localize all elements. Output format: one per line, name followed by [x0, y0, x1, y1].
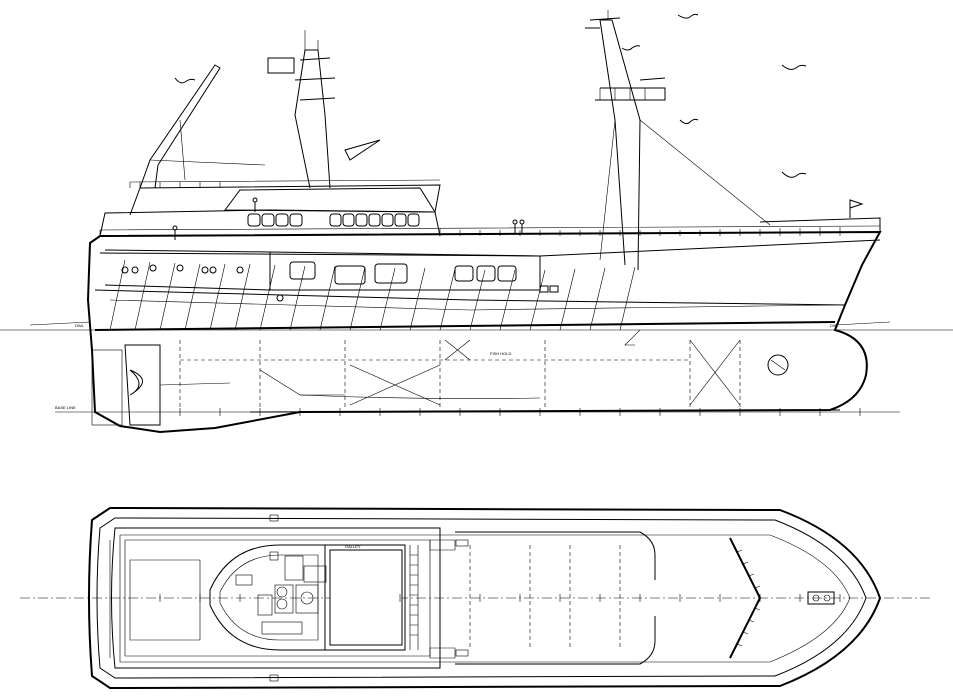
- plan-forecastle-ticks: [736, 549, 761, 647]
- boot-top: [94, 321, 836, 331]
- plan-bulwark: [119, 534, 851, 663]
- portholes: [121, 264, 284, 302]
- railings: [99, 179, 881, 236]
- plan-ladders: [409, 539, 456, 659]
- anchor-windlass: [807, 591, 835, 605]
- crew-figures: [172, 197, 525, 240]
- profile-view: DWL DWL BASE LINE: [0, 10, 953, 434]
- plan-hull-inner: [96, 517, 867, 679]
- plan-hatch-cover: [329, 549, 403, 646]
- hull-framing: [109, 259, 836, 331]
- deck-crane: [139, 64, 266, 189]
- wheelhouse: [224, 187, 436, 213]
- plan-deckhouse: [111, 527, 441, 669]
- wheelhouse-windows: [247, 213, 420, 227]
- stern-tube: [159, 382, 231, 386]
- upper-deck: [129, 184, 441, 216]
- fore-deckhouse: [269, 251, 541, 291]
- plan-frame-ticks: [159, 594, 841, 602]
- foremast: [585, 10, 771, 346]
- sheer-line: [99, 239, 881, 257]
- plan-wheelhouse-inner: [219, 554, 319, 641]
- base-line-label: BASE LINE: [55, 405, 76, 410]
- aft-mast: [267, 30, 381, 189]
- deckhouse-side: [104, 249, 271, 291]
- plan-stern: [109, 540, 201, 658]
- bow-thruster: [767, 354, 789, 376]
- bow-bulwark: [759, 217, 881, 232]
- seagulls: [174, 13, 807, 178]
- transom: [91, 349, 123, 426]
- plan-equipment: [235, 551, 327, 635]
- wake: [29, 321, 891, 326]
- deck-label: GALLEY: [345, 544, 361, 549]
- main-windows: [289, 261, 559, 293]
- plan-hatch: [325, 544, 406, 651]
- plan-view: GALLEY: [20, 506, 930, 690]
- plan-foredeck: [455, 531, 656, 665]
- propeller: [129, 369, 143, 396]
- fish-hold-label: FISH HOLD: [490, 351, 511, 356]
- plan-hull-outer: [88, 506, 882, 690]
- frame-ticks: [179, 408, 861, 416]
- rudder: [124, 344, 161, 426]
- internal-structure: [179, 339, 741, 410]
- hull-outline: [86, 230, 882, 434]
- rubbing-strake: [94, 289, 846, 306]
- waterline-label-aft: DWL: [75, 323, 85, 328]
- keel-line: [249, 409, 841, 413]
- waterline-label-fwd: DWL: [830, 323, 840, 328]
- bow-flag: [849, 199, 864, 218]
- plan-bollards: [269, 514, 469, 682]
